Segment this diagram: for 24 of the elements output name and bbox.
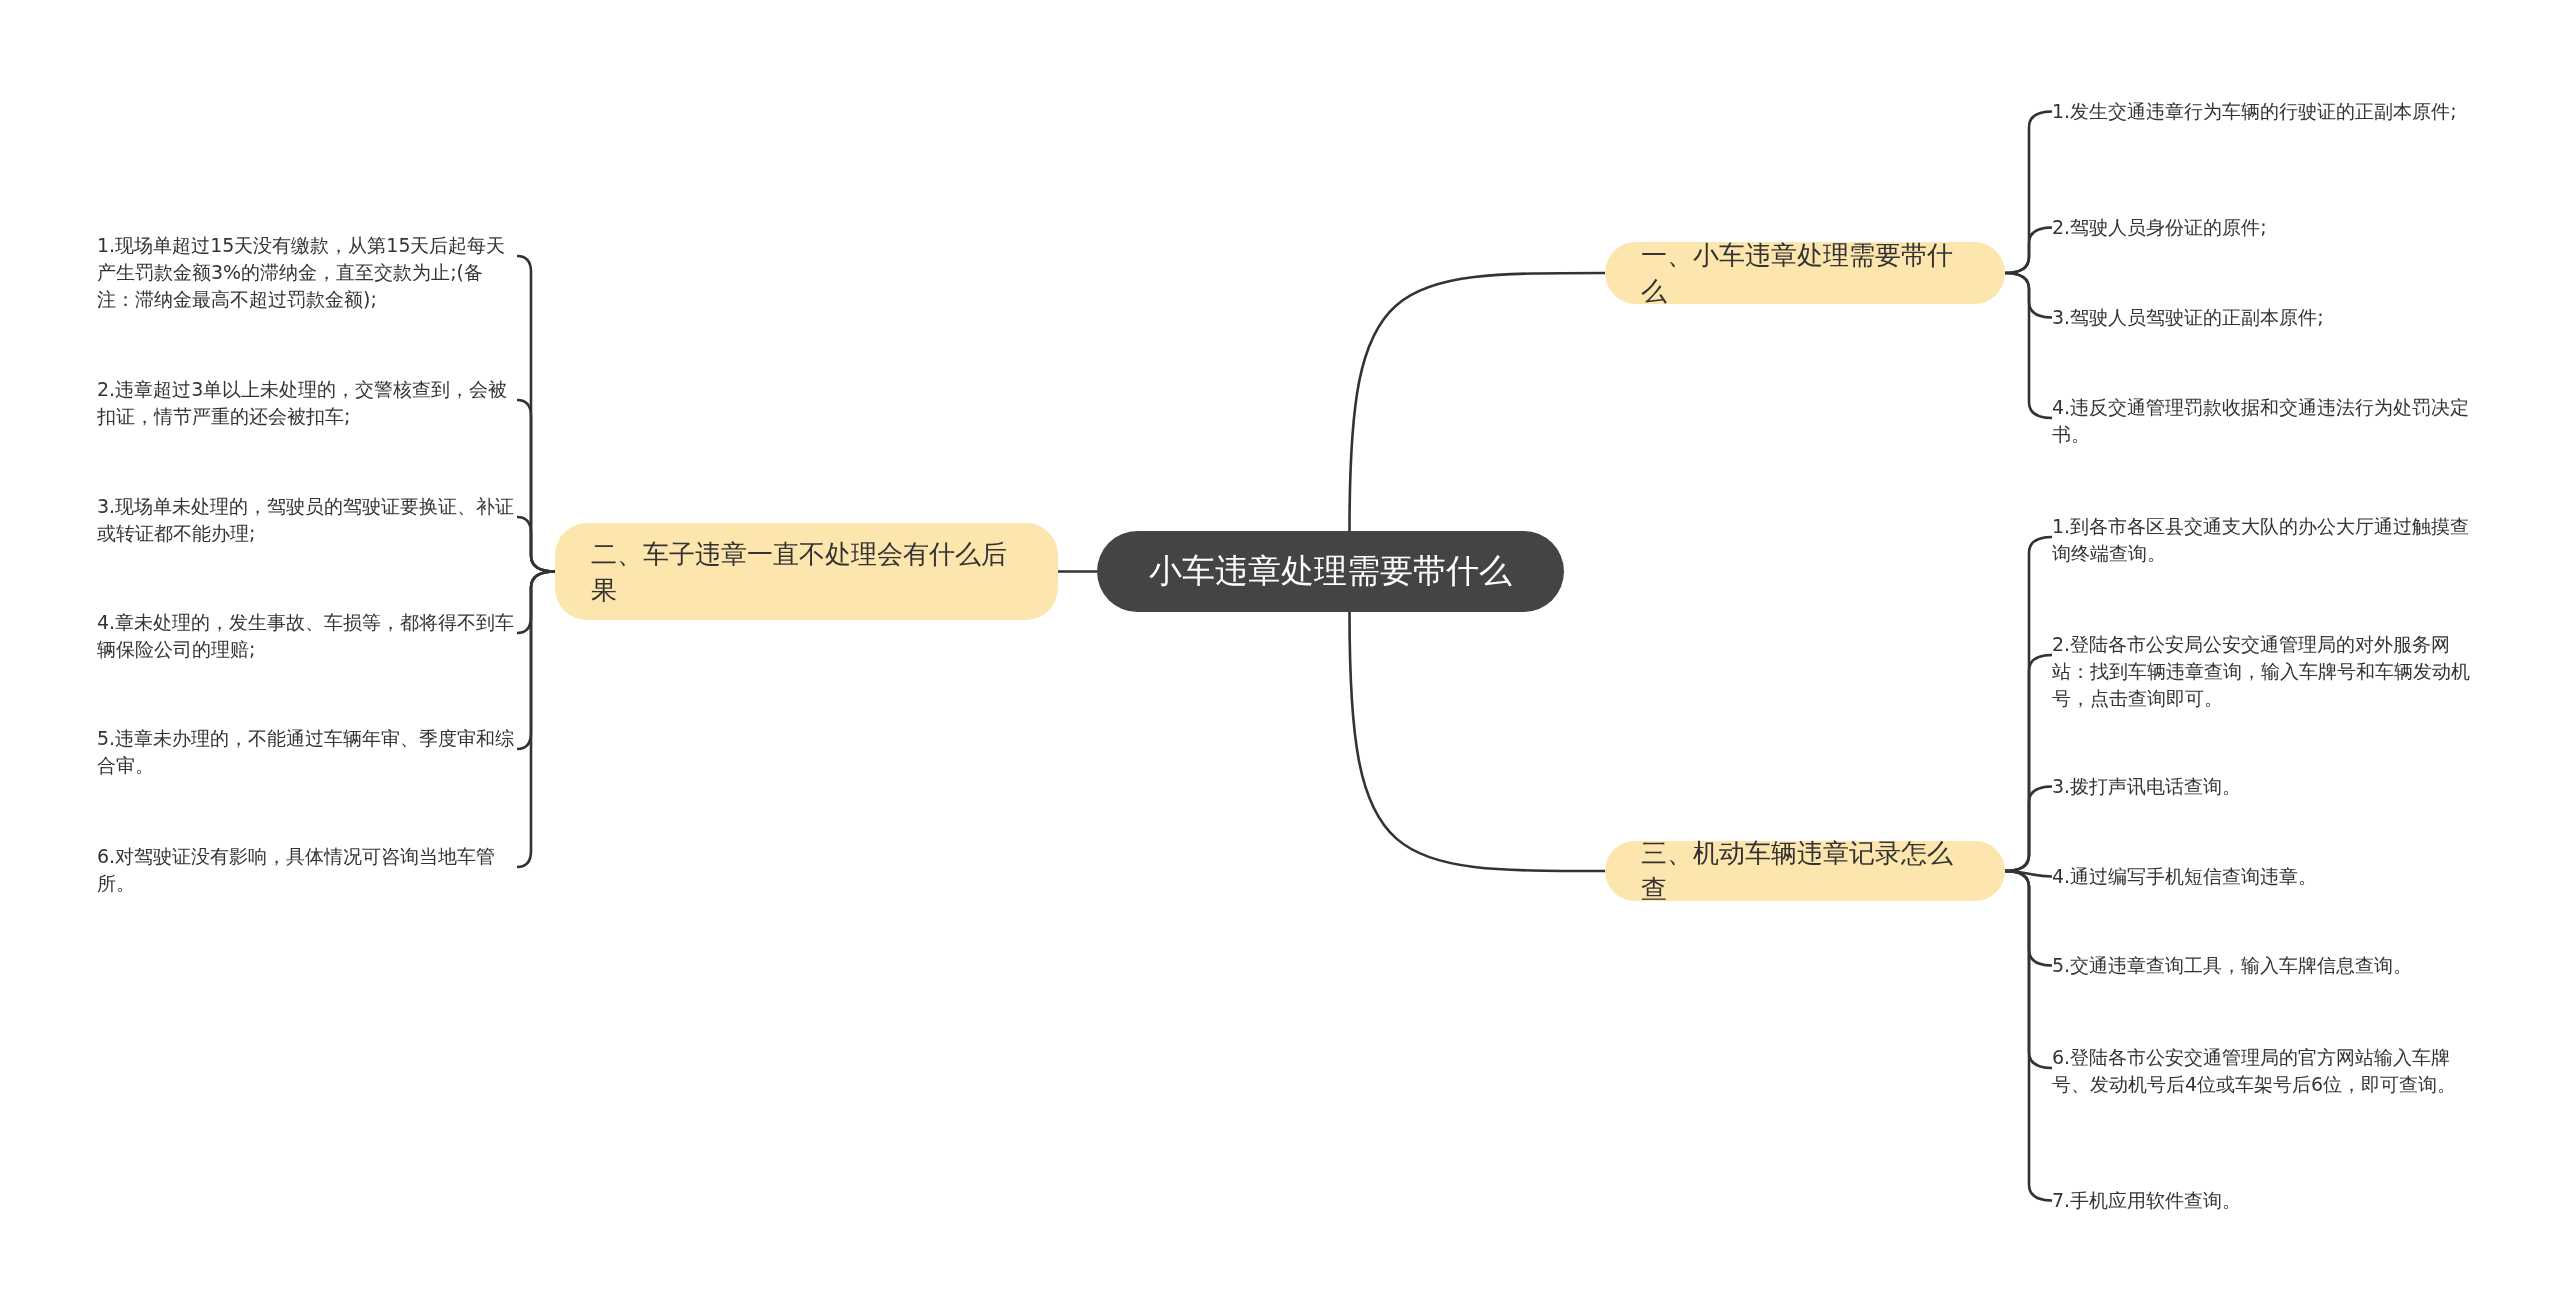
topic-bubble: 一、小车违章处理需要带什么: [1605, 242, 2005, 304]
topic-text: 7.手机应用软件查询。: [2052, 1187, 2482, 1214]
topic-text: 1.现场单超过15天没有缴款，从第15天后起每天产生罚款金额3%的滞纳金，直至交款为止;(备注：滞纳金最高不超过罚款金额);: [97, 232, 517, 313]
topic-text: 6.对驾驶证没有影响，具体情况可咨询当地车管所。: [97, 843, 517, 897]
topic-text: 4.违反交通管理罚款收据和交通违法行为处罚决定书。: [2052, 394, 2482, 448]
central-topic: 小车违章处理需要带什么: [1097, 531, 1564, 612]
connector-line: [1348, 612, 1605, 873]
topic-text: 6.登陆各市公安交通管理局的官方网站输入车牌号、发动机号后4位或车架号后6位，即可查询。: [2052, 1044, 2482, 1098]
topic-text: 2.登陆各市公安局公安交通管理局的对外服务网站：找到车辆违章查询，输入车牌号和车辆发动机号，点击查询即可。: [2052, 631, 2482, 712]
topic-text: 5.交通违章查询工具，输入车牌信息查询。: [2052, 952, 2482, 979]
topic-text: 3.拨打声讯电话查询。: [2052, 773, 2482, 800]
topic-text: 3.现场单未处理的，驾驶员的驾驶证要换证、补证或转证都不能办理;: [97, 493, 517, 547]
topic-text: 1.发生交通违章行为车辆的行驶证的正副本原件;: [2052, 98, 2482, 125]
topic-text: 1.到各市各区县交通支大队的办公大厅通过触摸查询终端查询。: [2052, 513, 2482, 567]
connector-line: [1348, 271, 1605, 531]
topic-text: 2.违章超过3单以上未处理的，交警核查到，会被扣证，情节严重的还会被扣车;: [97, 376, 517, 430]
topic-text: 3.驾驶人员驾驶证的正副本原件;: [2052, 304, 2482, 331]
topic-text: 4.通过编写手机短信查询违章。: [2052, 863, 2482, 890]
topic-bubble: 三、机动车辆违章记录怎么查: [1605, 841, 2005, 901]
topic-text: 4.章未处理的，发生事故、车损等，都将得不到车辆保险公司的理赔;: [97, 609, 517, 663]
connector-line: [1058, 570, 1097, 573]
topic-text: 5.违章未办理的，不能通过车辆年审、季度审和综合审。: [97, 725, 517, 779]
topic-bubble: 二、车子违章一直不处理会有什么后果: [555, 523, 1058, 620]
topic-text: 2.驾驶人员身份证的原件;: [2052, 214, 2482, 241]
